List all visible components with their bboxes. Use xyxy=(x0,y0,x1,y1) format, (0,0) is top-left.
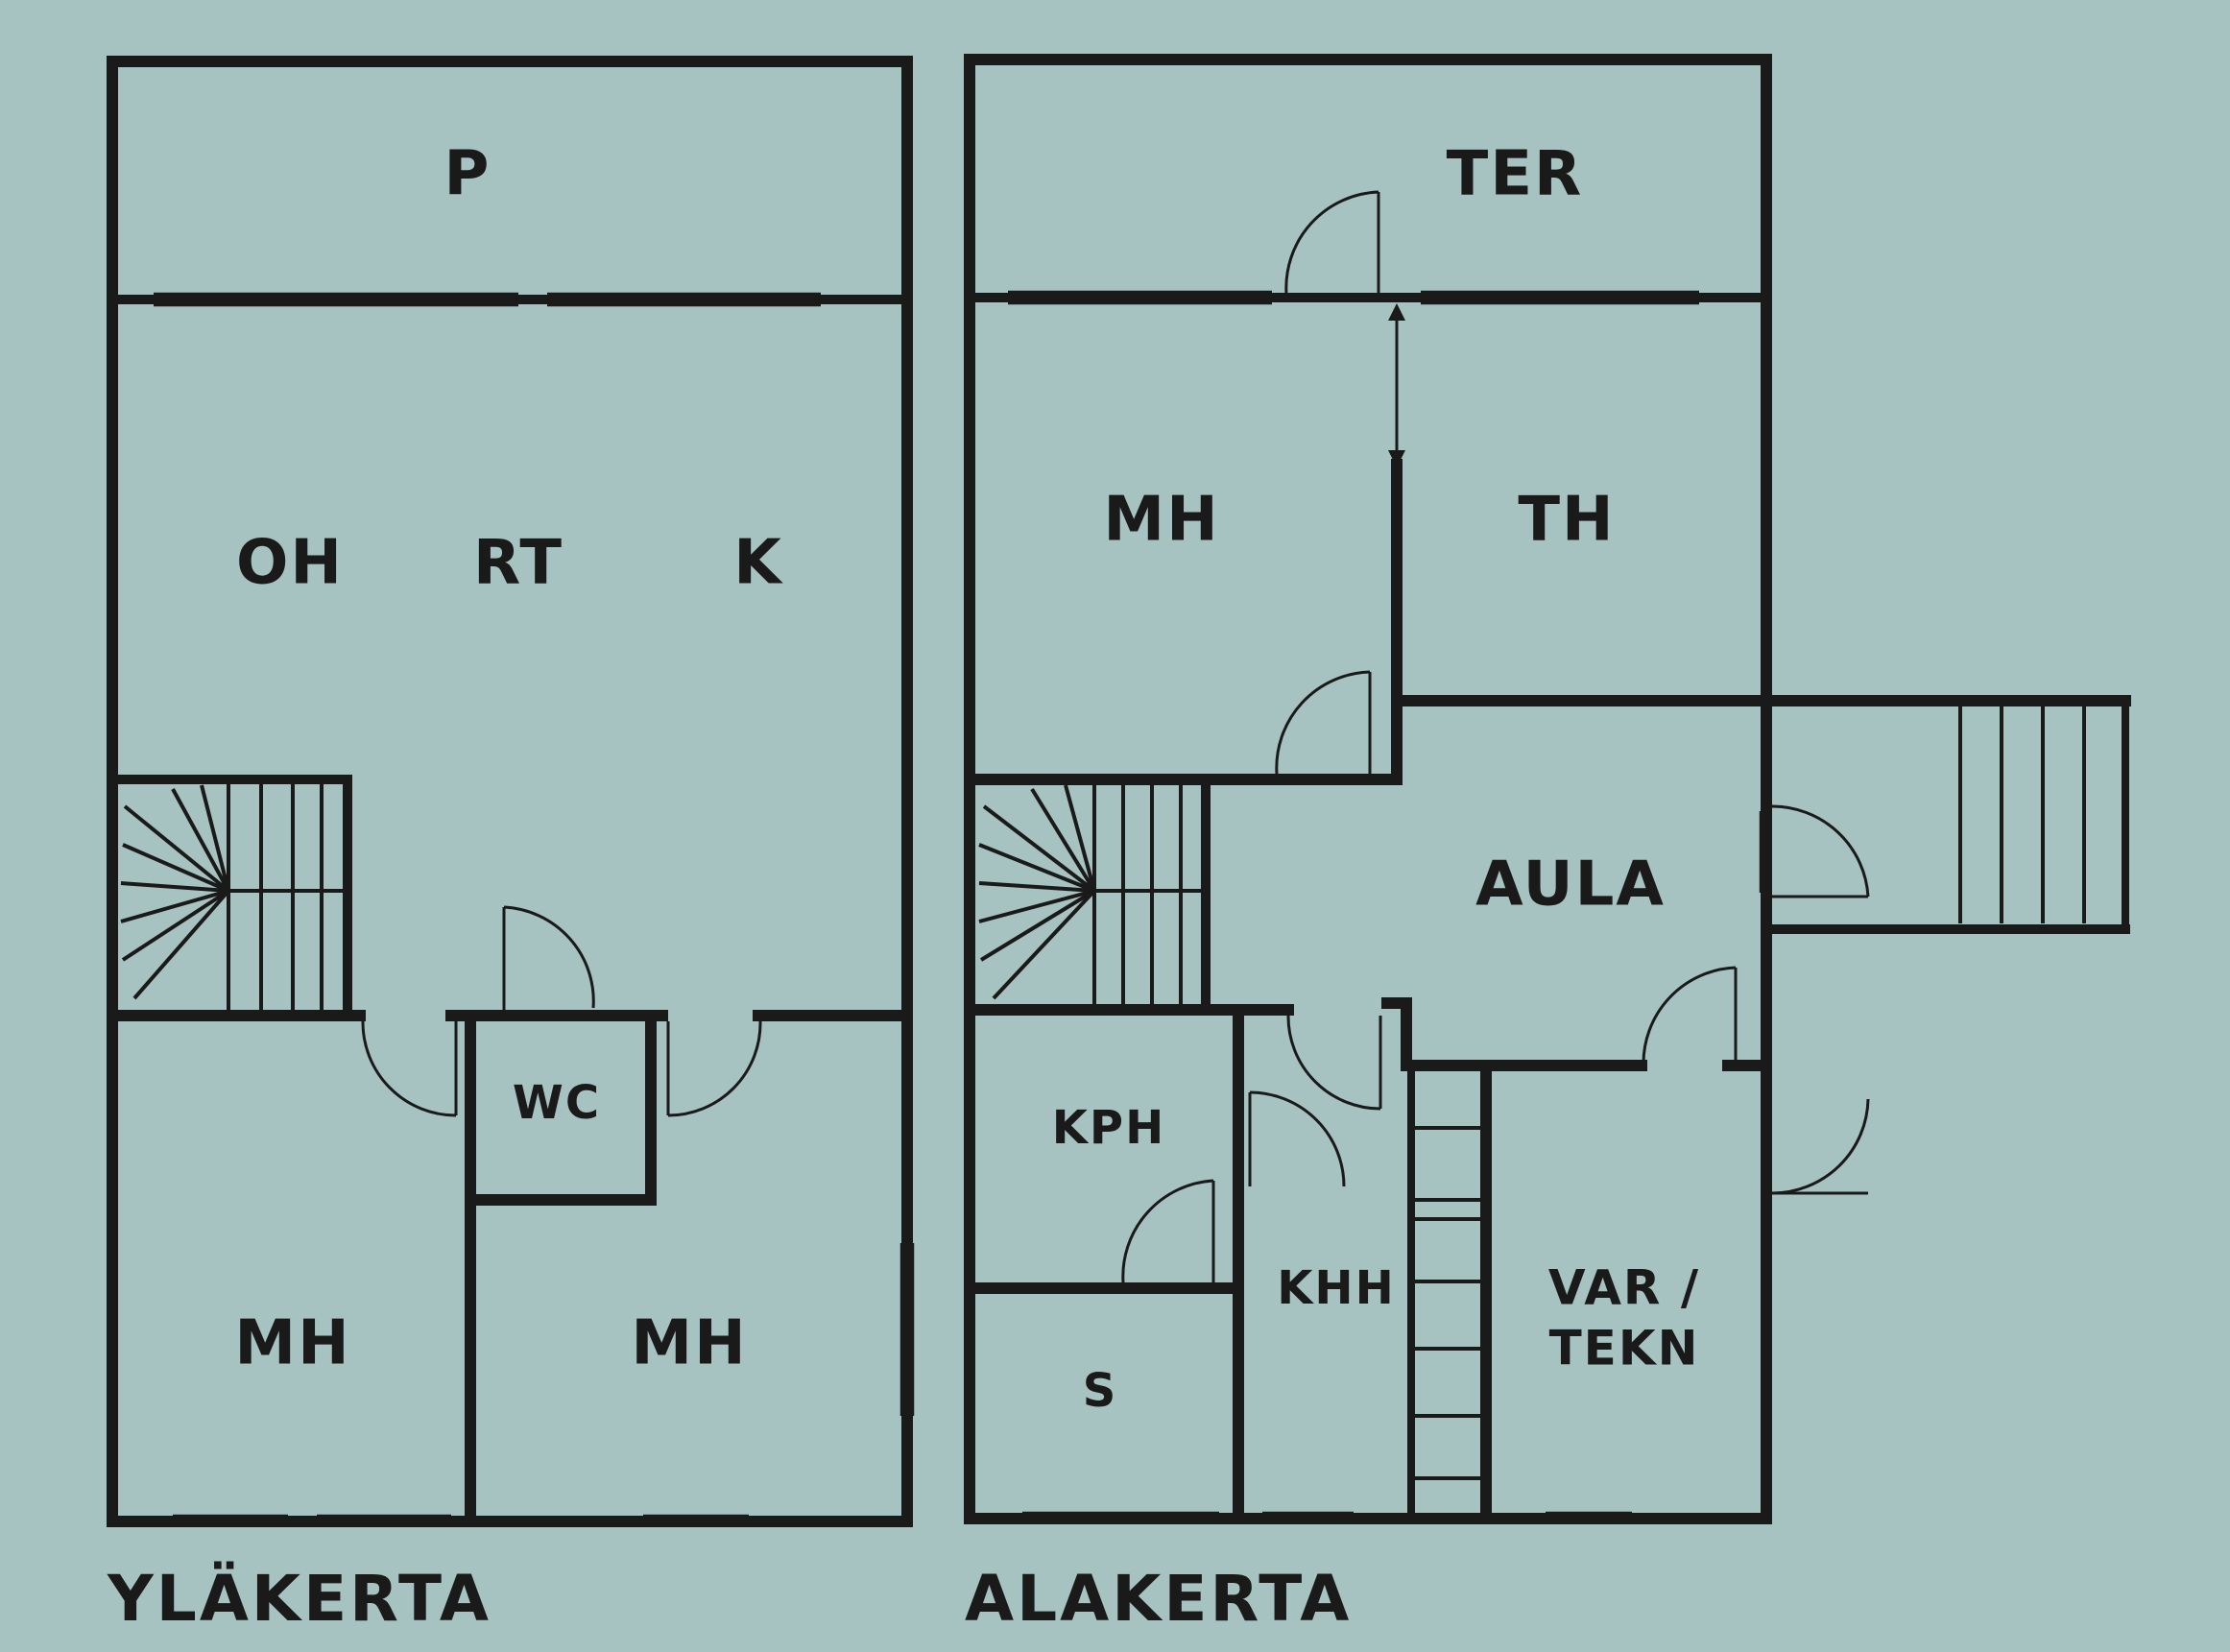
lower-stairs xyxy=(978,775,1211,1013)
lower-doors xyxy=(1121,804,1870,1283)
floor-title-upper: YLÄKERTA xyxy=(107,1561,492,1636)
lower-partition xyxy=(964,303,1772,785)
lower-khh-shelving xyxy=(1411,1126,1486,1480)
room-label-k: K xyxy=(733,528,783,599)
upper-cross-wall xyxy=(107,1010,913,1527)
upper-outer-wall xyxy=(107,56,913,1527)
room-label-khh: KHH xyxy=(1277,1261,1396,1315)
lower-terrace-door xyxy=(1284,190,1380,295)
room-label-mh: MH xyxy=(1103,485,1219,556)
room-label-aula: AULA xyxy=(1475,850,1666,921)
lower-floor: TER MH TH AULA KPH S KHH VAR / TEKN ALAK… xyxy=(964,54,2131,1636)
floor-title-lower: ALAKERTA xyxy=(965,1562,1352,1636)
room-label-wc: WC xyxy=(513,1076,601,1130)
room-label-oh: OH xyxy=(236,528,344,599)
room-label-mh-right: MH xyxy=(631,1308,747,1379)
room-label-rt: RT xyxy=(473,528,563,599)
room-label-tekn: TEKN xyxy=(1549,1321,1700,1377)
upper-stairs xyxy=(108,775,352,1020)
upper-floor: P OH RT K WC MH MH YLÄKERTA xyxy=(107,56,915,1636)
room-label-kph: KPH xyxy=(1052,1101,1166,1155)
room-label-ter: TER xyxy=(1447,139,1584,210)
room-label-s: S xyxy=(1083,1364,1118,1418)
room-label-th: TH xyxy=(1518,485,1615,556)
upper-balcony-windows xyxy=(154,292,821,307)
lower-entrance-steps xyxy=(1759,695,2131,934)
lower-outer-wall xyxy=(964,54,1772,1524)
upper-side-window xyxy=(899,1243,915,1416)
room-label-p: P xyxy=(444,139,492,210)
lower-terrace-windows xyxy=(1008,290,1699,305)
room-label-var: VAR / xyxy=(1548,1260,1700,1316)
room-label-mh-left: MH xyxy=(234,1308,350,1379)
lower-room-walls xyxy=(964,997,1772,1524)
upper-doors xyxy=(361,905,762,1117)
